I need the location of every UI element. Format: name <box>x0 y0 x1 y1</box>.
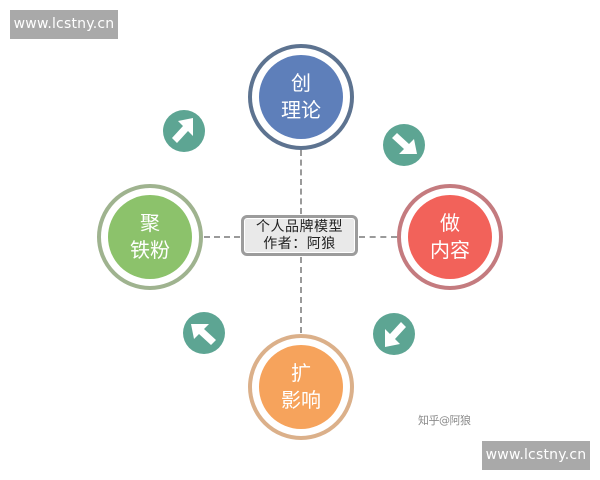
connector-right <box>359 236 397 238</box>
watermark-top: www.lcstny.cn <box>10 10 118 39</box>
arrow-up-right-icon <box>163 110 205 152</box>
node-label-line1: 创 <box>291 71 311 95</box>
watermark-bottom: www.lcstny.cn <box>482 441 590 470</box>
author-credit: 知乎@阿狼 <box>418 414 471 427</box>
arrow-down-left-icon <box>373 313 415 355</box>
node-label-line2: 理论 <box>281 98 321 122</box>
center-title: 个人品牌模型 <box>256 218 343 235</box>
node-fill: 创 理论 <box>259 55 343 139</box>
node-label-line2: 铁粉 <box>130 238 170 262</box>
node-make-content: 做 内容 <box>397 184 503 290</box>
node-label-line2: 影响 <box>281 388 321 412</box>
arrow-down-right-icon <box>383 124 425 166</box>
node-fill: 做 内容 <box>408 195 492 279</box>
node-label-line1: 扩 <box>291 361 311 385</box>
connector-left <box>204 236 240 238</box>
connector-top <box>300 150 302 214</box>
node-create-theory: 创 理论 <box>248 44 354 150</box>
node-label-line1: 聚 <box>140 211 160 235</box>
node-gather-fans: 聚 铁粉 <box>97 184 203 290</box>
node-fill: 扩 影响 <box>259 345 343 429</box>
connector-bottom <box>300 257 302 333</box>
center-title-box: 个人品牌模型 作者：阿狼 <box>241 215 358 256</box>
center-author: 作者：阿狼 <box>263 235 336 252</box>
node-fill: 聚 铁粉 <box>108 195 192 279</box>
arrow-up-left-icon <box>183 312 225 354</box>
node-expand-influence: 扩 影响 <box>248 334 354 440</box>
node-label-line1: 做 <box>440 211 460 235</box>
node-label-line2: 内容 <box>430 238 470 262</box>
